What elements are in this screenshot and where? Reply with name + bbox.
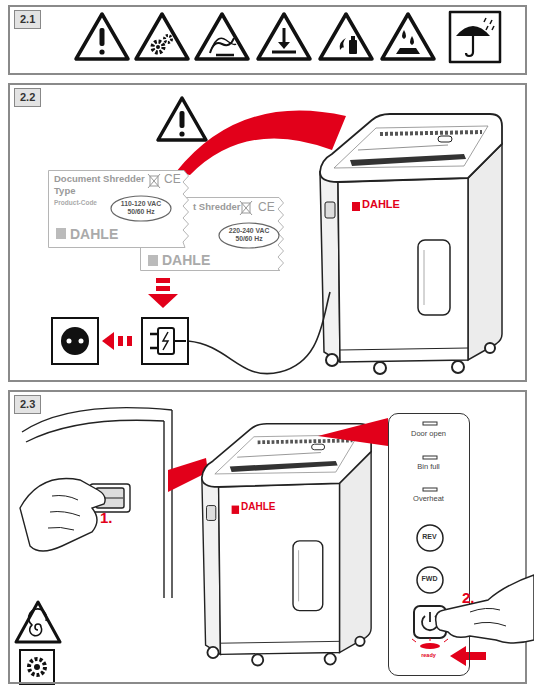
- warning-gears: [136, 14, 188, 59]
- voltage-rating: 220-240 VAC 50/60 Hz: [223, 227, 275, 243]
- red-down-arrow: [148, 278, 178, 308]
- weee-symbol: [240, 201, 252, 215]
- button-label: REV: [416, 533, 444, 541]
- voltage-ellipse: 110-120 VAC 50/60 Hz: [110, 195, 172, 222]
- plate-outline: [49, 171, 189, 248]
- red-left-arrow: [102, 332, 132, 350]
- ce-mark: CE: [258, 201, 275, 215]
- warning-symbols: [76, 12, 500, 62]
- rev-button: REV: [416, 524, 444, 552]
- switch-inset: [20, 408, 172, 598]
- shredder: [320, 114, 502, 374]
- button-outline: [417, 525, 443, 551]
- ellipse-outline: [219, 223, 279, 248]
- voltage-ellipse: 220-240 VAC 50/60 Hz: [218, 222, 280, 249]
- plate-field: Product-Code: [54, 199, 97, 206]
- warning-liquid: [382, 14, 434, 59]
- hand: [470, 608, 506, 626]
- step-number: 1.: [100, 510, 113, 525]
- red-pointer: [318, 418, 388, 446]
- control-panel: Door openBin fullOverheat ready REV FWD: [388, 413, 470, 676]
- brand-logo: DAHLE: [241, 502, 275, 512]
- panel-frame: 2.2Document ShredderTypeProduct-Code CE DA…: [8, 83, 527, 382]
- indicator-label: Door open: [389, 430, 468, 439]
- rating-plate: Document ShredderTypeProduct-Code CE DAHLE…: [48, 170, 190, 248]
- warning-entanglement: [16, 602, 60, 642]
- panel-frame: 2.3Door openBin fullOverheat ready REV FWD: [8, 390, 527, 684]
- voltage-rating: 110-120 VAC 50/60 Hz: [115, 200, 167, 216]
- plug-symbol: [142, 318, 188, 364]
- gear-symbol: [20, 650, 54, 684]
- keep-dry-symbol: [450, 12, 500, 62]
- panel-number: 2.1: [14, 10, 41, 29]
- warning-spray: [320, 14, 372, 59]
- panel-number: 2.3: [14, 395, 41, 414]
- hand: [436, 575, 534, 643]
- plate-title: t Shredder: [193, 202, 241, 213]
- logo-icon: [56, 228, 66, 239]
- shredder: [202, 424, 371, 666]
- plate-outline: [141, 198, 284, 271]
- plate-title: Document Shredder: [54, 174, 145, 185]
- indicator-label: Bin full: [389, 463, 468, 472]
- red-pointer: [176, 110, 346, 175]
- status-label: ready: [389, 652, 468, 658]
- button-outline: [417, 567, 443, 593]
- brand-logo: DAHLE: [70, 226, 118, 242]
- step-number: 2.: [462, 590, 475, 605]
- warning-general: [158, 98, 206, 140]
- power-cable: [188, 292, 330, 374]
- panel-frame: 2.1: [8, 5, 527, 75]
- brand-logo: DAHLE: [162, 252, 210, 268]
- plate-field: Type: [54, 186, 75, 197]
- brand-logo: DAHLE: [362, 199, 400, 210]
- ellipse-outline: [111, 196, 171, 221]
- warning-general: [76, 14, 128, 59]
- power-button: [414, 606, 446, 638]
- socket-symbol: [52, 318, 98, 364]
- indicator-label: Overheat: [389, 495, 468, 504]
- logo-icon: [148, 255, 158, 266]
- warning-pull-in: [258, 14, 310, 59]
- fwd-button: FWD: [416, 566, 444, 594]
- button-label: FWD: [416, 575, 444, 583]
- warning-hair: [196, 14, 248, 59]
- panel-number: 2.2: [14, 88, 41, 107]
- weee-symbol: [148, 174, 160, 188]
- ce-mark: CE: [164, 173, 181, 187]
